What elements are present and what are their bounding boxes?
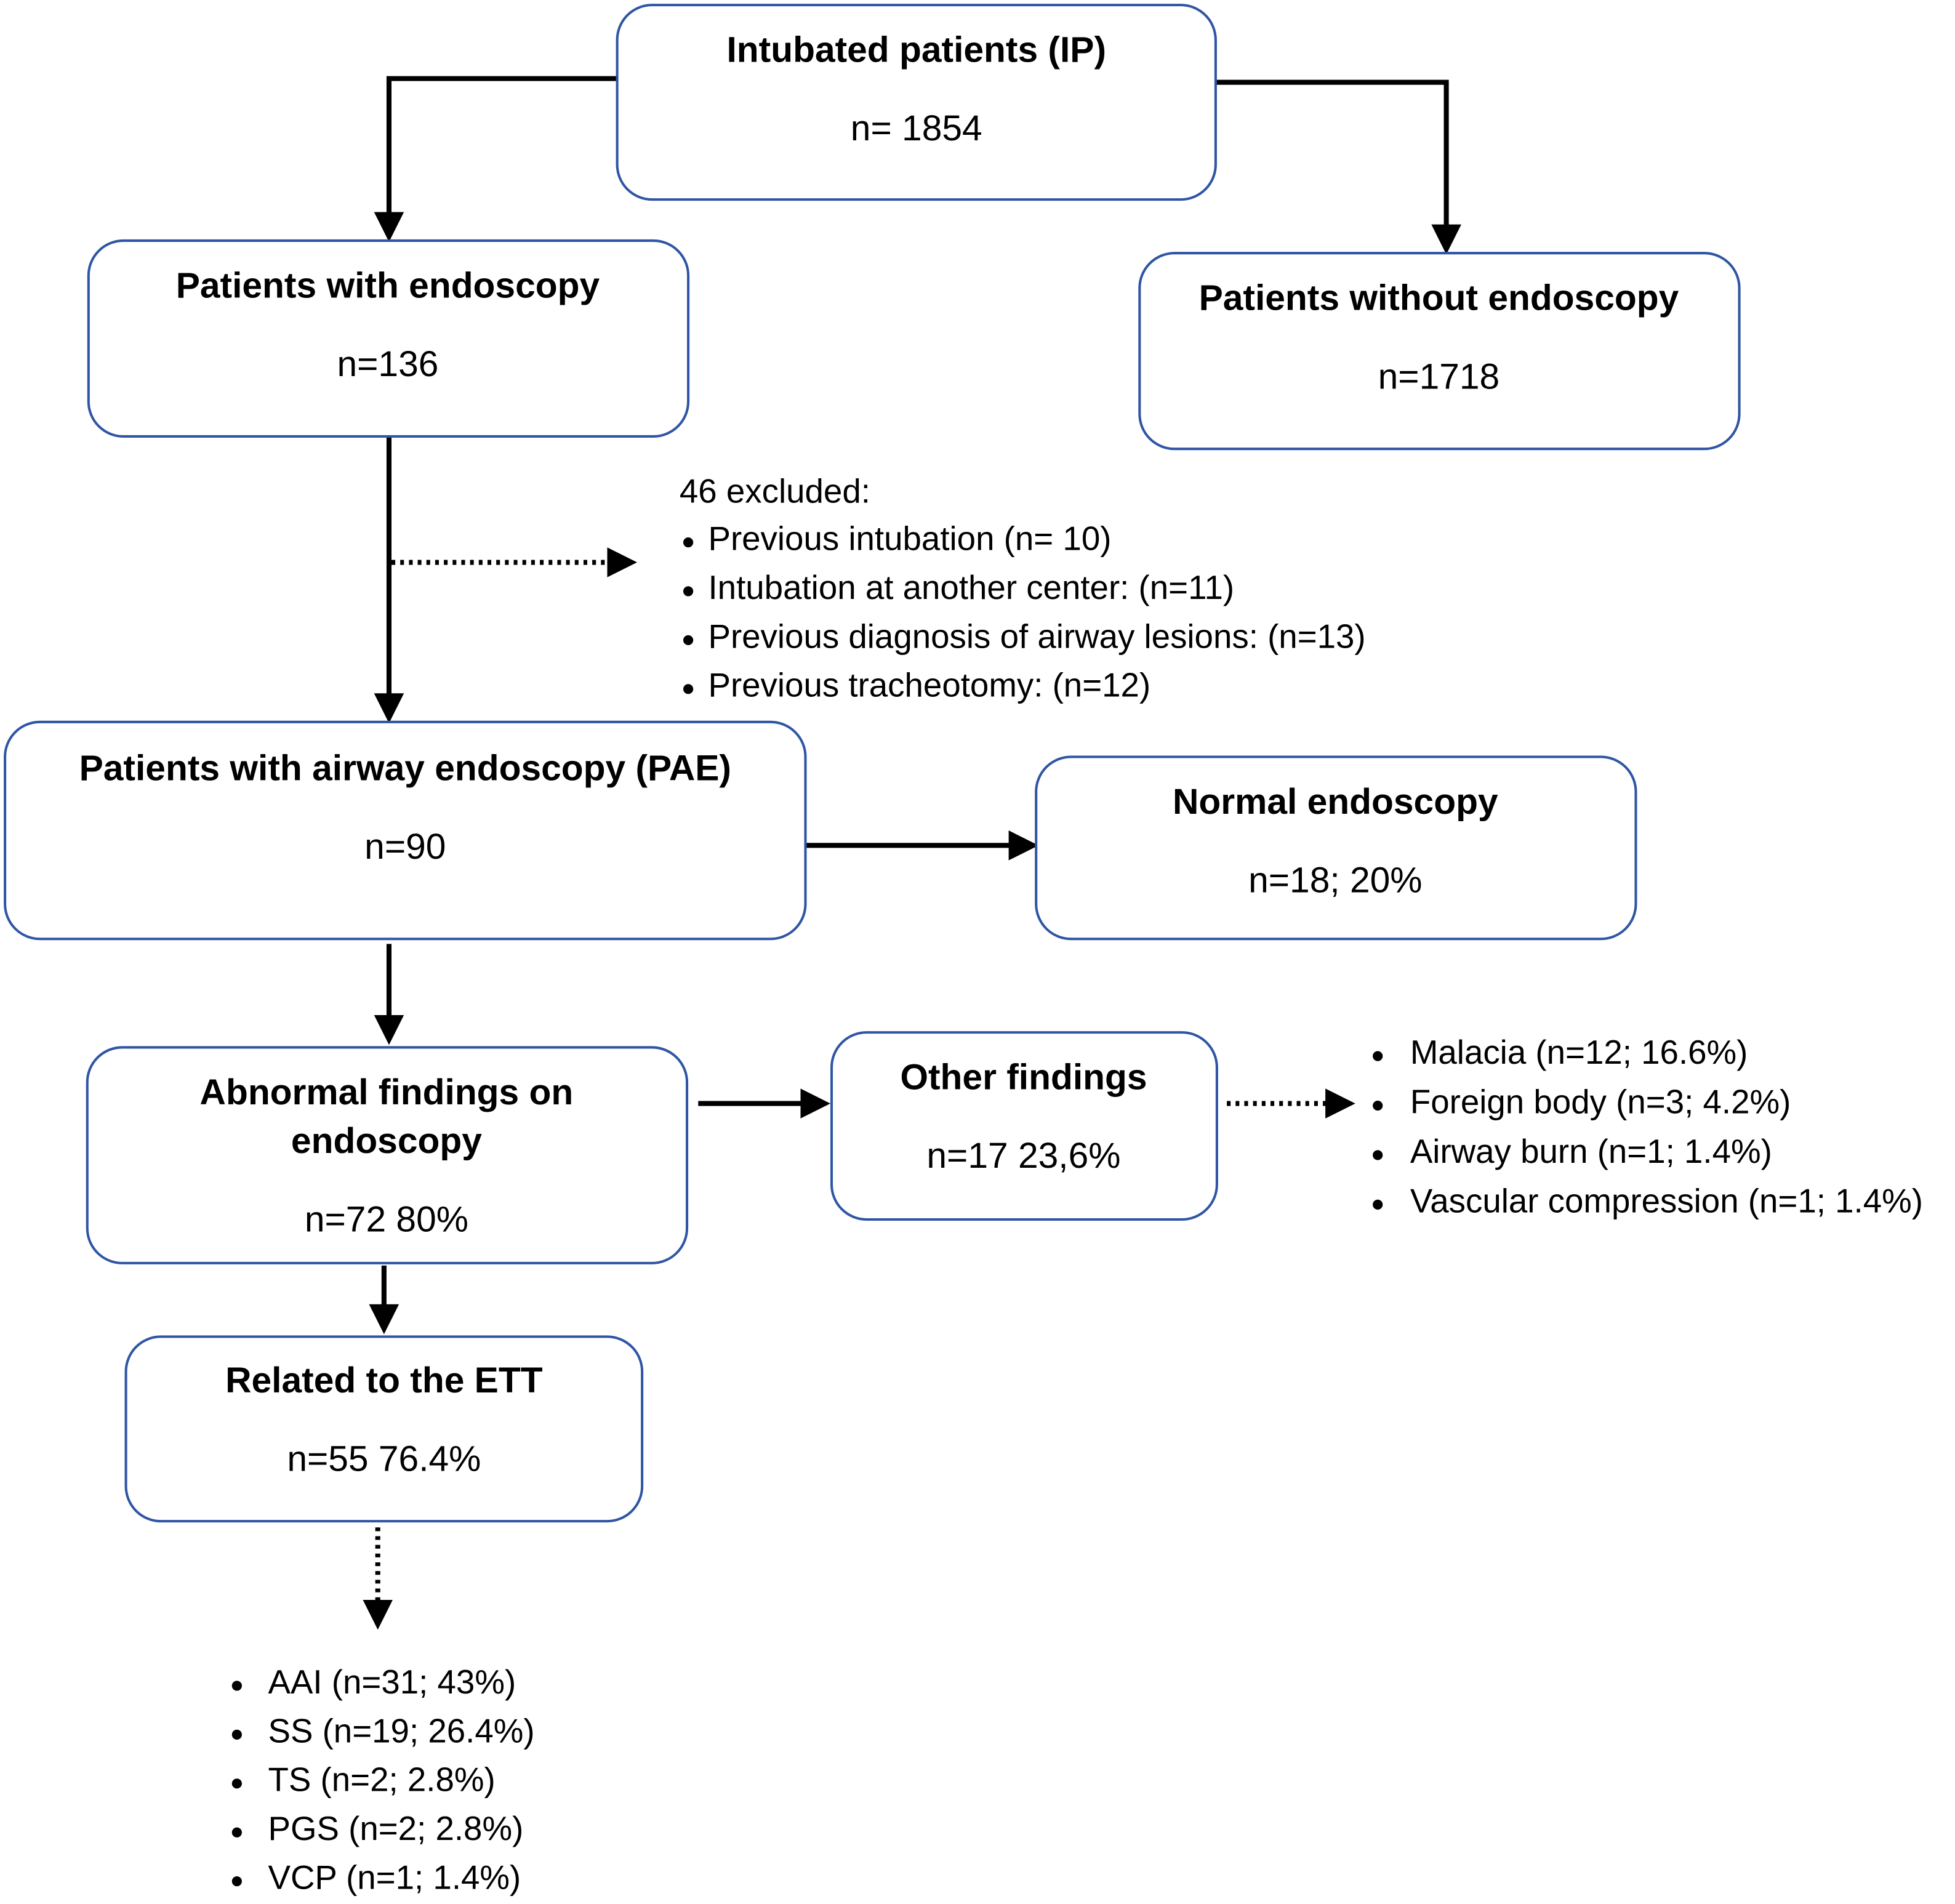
- box-title: Normal endoscopy: [1173, 782, 1498, 822]
- bullet-icon: [231, 1827, 242, 1838]
- ett-findings-list: AAI (n=31; 43%) SS (n=19; 26.4%) TS (n=2; …: [231, 1663, 535, 1897]
- bullet-icon: [683, 684, 694, 694]
- box-title-line2: endoscopy: [291, 1121, 482, 1161]
- bullet-icon: [1373, 1051, 1383, 1061]
- box-title-line1: Abnormal findings on: [200, 1072, 574, 1112]
- box-pae: Patients with airway endoscopy (PAE) n=9…: [4, 720, 807, 941]
- arrow-ip-to-with-endoscopy: [374, 76, 617, 242]
- box-intubated-patients: Intubated patients (IP) n= 1854: [616, 4, 1217, 201]
- box-count: n=17 23,6%: [926, 1136, 1120, 1176]
- list-item: Previous intubation (n= 10): [708, 520, 1111, 558]
- box-other-findings: Other findings n=17 23,6%: [830, 1031, 1218, 1221]
- box-title: Intubated patients (IP): [726, 30, 1106, 70]
- box-patients-with-endoscopy: Patients with endoscopy n=136: [87, 239, 690, 438]
- list-item: TS (n=2; 2.8%): [268, 1761, 495, 1799]
- excluded-list: 46 excluded: Previous intubation (n= 10)…: [680, 472, 1366, 704]
- list-item: SS (n=19; 26.4%): [268, 1711, 534, 1749]
- box-normal-endoscopy: Normal endoscopy n=18; 20%: [1035, 755, 1637, 941]
- bullet-icon: [231, 1778, 242, 1789]
- list-item: Foreign body (n=3; 4.2%): [1410, 1082, 1791, 1120]
- bullet-icon: [683, 635, 694, 646]
- arrow-ip-to-without-endoscopy: [1215, 79, 1461, 255]
- list-item: Intubation at another center: (n=11): [708, 568, 1234, 606]
- box-count: n=1718: [1378, 356, 1500, 396]
- bullet-icon: [1373, 1150, 1383, 1160]
- bullet-icon: [231, 1681, 242, 1691]
- bullet-icon: [683, 586, 694, 597]
- list-item: AAI (n=31; 43%): [268, 1663, 516, 1701]
- box-title: Patients without endoscopy: [1199, 278, 1679, 318]
- box-title: Patients with endoscopy: [176, 265, 600, 305]
- bullet-icon: [231, 1729, 242, 1740]
- box-title: Other findings: [900, 1058, 1147, 1098]
- bullet-icon: [231, 1876, 242, 1887]
- bullet-icon: [1373, 1199, 1383, 1210]
- box-count: n=72 80%: [305, 1200, 468, 1240]
- list-item: Airway burn (n=1; 1.4%): [1410, 1132, 1772, 1170]
- list-item: Previous tracheotomy: (n=12): [708, 666, 1150, 704]
- list-item: PGS (n=2; 2.8%): [268, 1809, 523, 1847]
- list-item: VCP (n=1; 1.4%): [268, 1858, 521, 1897]
- box-count: n= 1854: [851, 108, 982, 148]
- box-title: Patients with airway endoscopy (PAE): [79, 748, 731, 788]
- box-title: Related to the ETT: [225, 1360, 543, 1400]
- box-count: n=90: [364, 827, 446, 867]
- box-count: n=55 76.4%: [287, 1439, 481, 1479]
- list-item: Vascular compression (n=1; 1.4%): [1410, 1181, 1923, 1219]
- list-item: Malacia (n=12; 16.6%): [1410, 1033, 1748, 1071]
- other-findings-list: Malacia (n=12; 16.6%) Foreign body (n=3; …: [1373, 1033, 1923, 1219]
- box-patients-without-endoscopy: Patients without endoscopy n=1718: [1138, 252, 1741, 451]
- box-count: n=136: [337, 344, 438, 384]
- excluded-heading: 46 excluded:: [680, 472, 870, 510]
- bullet-icon: [683, 537, 694, 548]
- box-count: n=18; 20%: [1248, 861, 1422, 901]
- box-abnormal-findings: Abnormal findings on endoscopy n=72 80%: [86, 1046, 689, 1264]
- box-related-to-ett: Related to the ETT n=55 76.4%: [124, 1335, 644, 1523]
- bullet-icon: [1373, 1100, 1383, 1111]
- list-item: Previous diagnosis of airway lesions: (n…: [708, 617, 1365, 655]
